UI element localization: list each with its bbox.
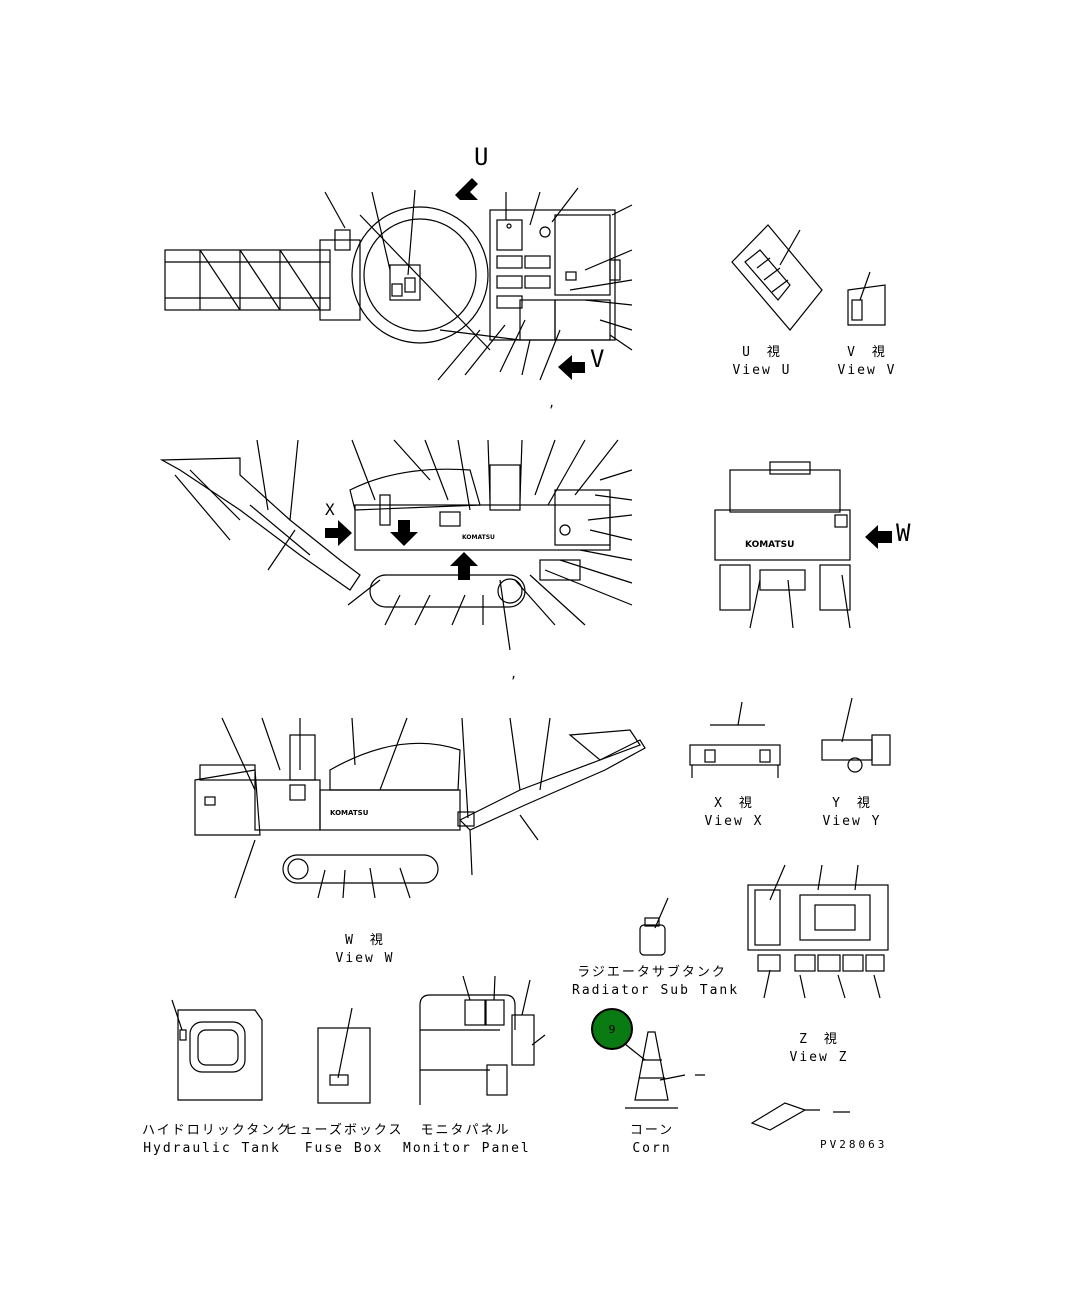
- view-x-en: View X: [704, 814, 764, 829]
- view-y-caption: Y 視 View Y: [812, 795, 892, 831]
- view-u-sketch: [731, 224, 823, 331]
- view-v-caption: V 視 View V: [827, 344, 907, 380]
- radiator-caption: ラジエータサブタンク Radiator Sub Tank: [572, 964, 740, 1000]
- view-u-caption: U 視 View U: [722, 344, 802, 380]
- view-z-jp: Z 視: [799, 1032, 839, 1047]
- radiator-jp: ラジエータサブタンク: [577, 965, 727, 980]
- fuse-box-sketch: [317, 1007, 371, 1104]
- view-z-sketch: [747, 864, 889, 999]
- corn-jp: コーン: [629, 1123, 675, 1138]
- hydraulic-tank-sketch: [171, 999, 263, 1101]
- arrow-v-label: V: [590, 345, 605, 373]
- fusebox-caption: ヒューズボックス Fuse Box: [284, 1122, 404, 1158]
- top-view: [164, 178, 633, 381]
- view-u-jp: U 視: [742, 345, 782, 360]
- komatsu-logo-rear: KOMATSU: [745, 540, 794, 550]
- side-view-2: KOMATSU: [194, 717, 646, 899]
- view-y-en: View Y: [822, 814, 882, 829]
- view-w-jp: W 視: [345, 933, 385, 948]
- fusebox-en: Fuse Box: [304, 1141, 384, 1156]
- monitor-jp: モニタパネル: [420, 1123, 511, 1138]
- hydraulic-en: Hydraulic Tank: [143, 1141, 281, 1156]
- monitor-en: Monitor Panel: [403, 1141, 531, 1156]
- view-w-en: View W: [335, 951, 395, 966]
- view-v-jp: V 視: [847, 345, 887, 360]
- hydraulic-caption: ハイドロリックタンク Hydraulic Tank: [142, 1122, 292, 1158]
- arrow-x-label: X: [325, 500, 335, 519]
- radiator-sketch: [639, 897, 669, 956]
- side-view-1: X KOMATSU: [159, 439, 633, 651]
- view-x-caption: X 視 View X: [694, 795, 774, 831]
- hydraulic-jp: ハイドロリックタンク: [142, 1123, 292, 1138]
- radiator-en: Radiator Sub Tank: [572, 983, 740, 998]
- corn-sketch: [619, 1031, 705, 1109]
- arrow-u-label: U: [474, 143, 489, 171]
- corn-caption: コーン Corn: [612, 1122, 692, 1158]
- svg-text:,: ,: [510, 667, 517, 681]
- view-x-sketch: [689, 701, 781, 778]
- view-y-sketch: [821, 697, 891, 773]
- svg-text:,: ,: [548, 396, 555, 410]
- view-v-sketch: [847, 271, 886, 326]
- view-z-caption: Z 視 View Z: [779, 1031, 859, 1067]
- rear-view: KOMATSU: [714, 461, 892, 629]
- view-u-en: View U: [732, 363, 792, 378]
- view-v-en: View V: [837, 363, 897, 378]
- view-z-en: View Z: [789, 1050, 849, 1065]
- fusebox-jp: ヒューズボックス: [284, 1123, 404, 1138]
- drawing-number: PV28063: [820, 1138, 888, 1151]
- arrow-w-label: W: [896, 519, 911, 547]
- corn-en: Corn: [632, 1141, 672, 1156]
- monitor-panel-sketch: [419, 975, 546, 1105]
- komatsu-logo-side: KOMATSU: [330, 809, 369, 817]
- komatsu-logo: KOMATSU: [462, 534, 495, 541]
- view-w-caption: W 視 View W: [325, 932, 405, 968]
- decal-sketch: [750, 1102, 850, 1131]
- monitor-caption: モニタパネル Monitor Panel: [403, 1122, 531, 1158]
- view-y-jp: Y 視: [832, 796, 872, 811]
- view-x-jp: X 視: [714, 796, 754, 811]
- reference-marker[interactable]: 9: [591, 1008, 633, 1050]
